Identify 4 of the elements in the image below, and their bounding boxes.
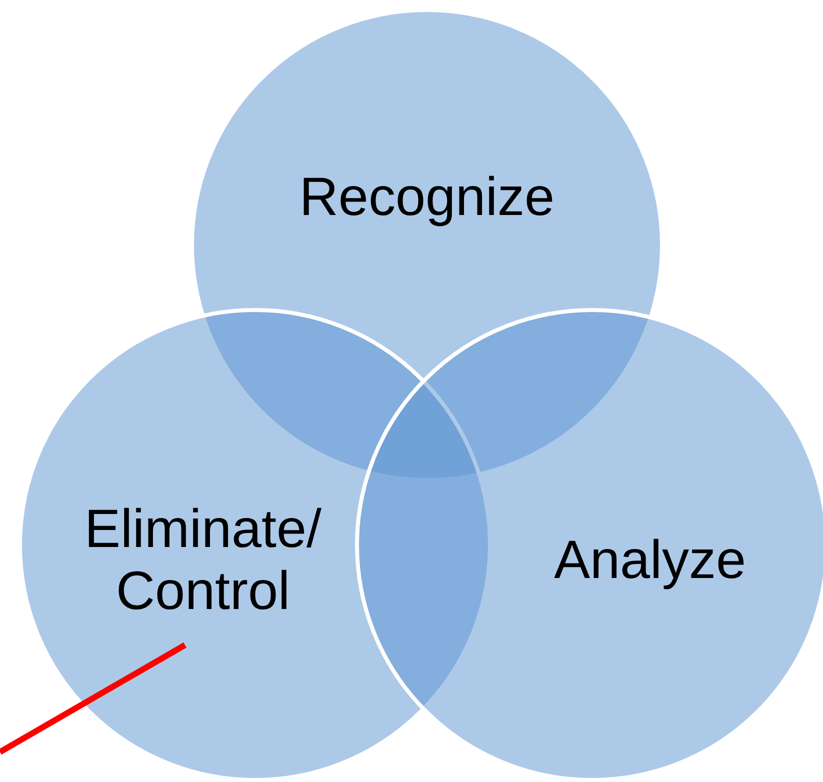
circle-label: Analyze <box>552 529 748 591</box>
leader-line <box>0 642 186 755</box>
circle-label: Eliminate/ Control <box>83 498 323 622</box>
circle-label: Recognize <box>298 166 556 228</box>
